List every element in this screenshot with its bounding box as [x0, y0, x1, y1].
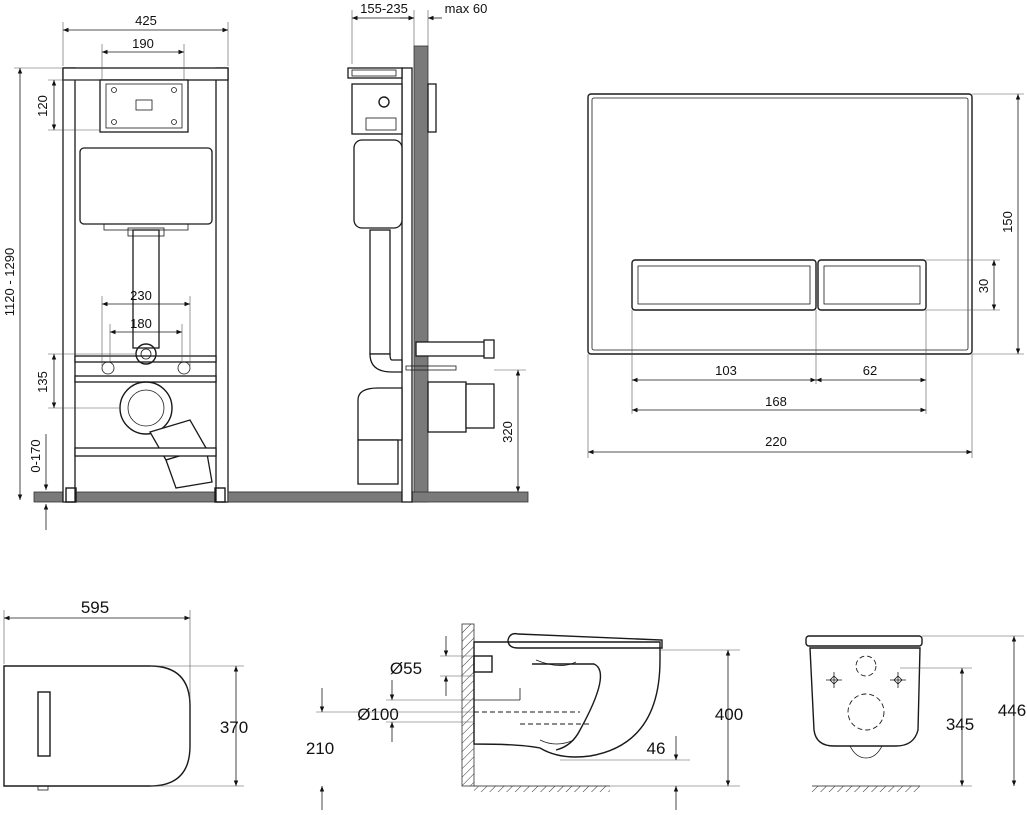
frame-right-upright	[215, 67, 229, 503]
right-bolt	[177, 361, 191, 375]
frame-height-label: 1120 - 1290	[2, 248, 17, 316]
right-button-width-label: 62	[863, 363, 877, 378]
plate-mount	[427, 83, 437, 133]
bowl-side-view: Ø55 Ø100 210 400 46	[306, 623, 743, 810]
flush-plate	[587, 93, 973, 355]
bowl-front-view: 345 446	[805, 635, 1026, 792]
drain-offset-label: 135	[35, 371, 50, 393]
side-cistern	[353, 139, 403, 229]
flush-pipe	[132, 229, 160, 349]
side-drain-outlet	[465, 383, 495, 429]
wall-section	[413, 45, 429, 503]
right-flush-button	[817, 259, 927, 311]
seat-hinge	[37, 691, 51, 757]
left-bolt	[101, 361, 115, 375]
plate-height-label: 150	[1000, 211, 1015, 233]
bowl-length-label: 595	[81, 598, 109, 617]
left-flush-button	[631, 259, 817, 311]
side-wall-hatch	[461, 623, 475, 787]
frame-side-view: 155-235 max 60 320	[227, 1, 529, 503]
side-flush-pipe	[369, 229, 391, 355]
mount-height-label: 345	[946, 715, 974, 734]
button-width-label: 190	[132, 36, 154, 51]
bowl-body-side	[473, 641, 661, 758]
water-inlet-nozzle	[473, 655, 493, 673]
pipe-spacing-label: 230	[130, 288, 152, 303]
flush-plate-view: 150 30 103 62 168 220	[587, 93, 1024, 458]
leg-adjust-label: 0-170	[28, 439, 43, 472]
inlet-hole	[855, 655, 877, 677]
frame-front-view: 425 190 1120 - 1290 120 230 180 135 0-17…	[2, 13, 415, 530]
frame-top-rail	[62, 67, 229, 81]
seal-depth-label: 46	[647, 739, 666, 758]
inlet-diameter-label: Ø55	[390, 659, 422, 678]
bowl-front-body	[809, 647, 921, 747]
seat-lid-front	[805, 635, 923, 647]
buttons-total-width-label: 168	[765, 394, 787, 409]
side-drain-height-label: 210	[306, 739, 334, 758]
button-opening	[99, 79, 189, 133]
bowl-height-label: 400	[715, 705, 743, 724]
left-button-width-label: 103	[715, 363, 737, 378]
button-height-label: 30	[976, 279, 991, 293]
bowl-outline-top	[3, 665, 191, 787]
frame-width-label: 425	[135, 13, 157, 28]
right-bolt-hole	[890, 672, 906, 688]
left-bolt-hole	[826, 672, 842, 688]
bolt-spacing-label: 180	[130, 316, 152, 331]
max-thickness-label: max 60	[445, 1, 488, 16]
cistern-tank	[79, 147, 213, 225]
plate-width-label: 220	[765, 434, 787, 449]
bowl-width-label: 370	[220, 718, 248, 737]
drain-hole	[847, 693, 885, 731]
button-offset-label: 120	[35, 95, 50, 117]
drain-diameter-label: Ø100	[357, 705, 399, 724]
total-height-label: 446	[998, 701, 1026, 720]
seat-lid	[507, 632, 663, 649]
side-drain-elbow	[357, 387, 403, 441]
side-water-inlet	[415, 341, 489, 357]
drain-height-label: 320	[500, 421, 515, 443]
wall-offset-label: 155-235	[360, 1, 408, 16]
bowl-top-view: 595 370	[3, 598, 248, 791]
frame-left-upright	[62, 67, 76, 503]
